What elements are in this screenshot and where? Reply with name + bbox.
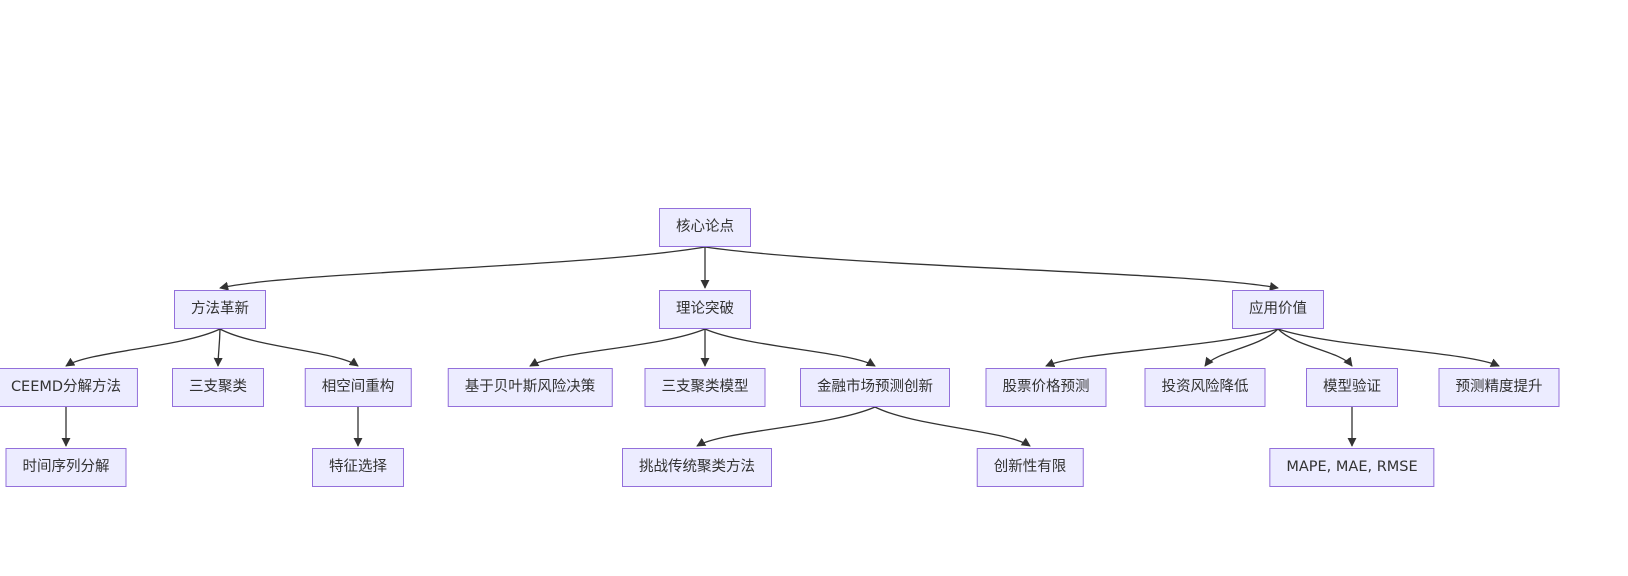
edge-method-to-phase_space bbox=[219, 328, 359, 367]
edge-theory-to-bayes bbox=[529, 328, 706, 367]
edge-value-to-stock_pred bbox=[1045, 328, 1279, 367]
edge-value-to-accuracy bbox=[1277, 328, 1500, 367]
diagram-node-feat_select: 特征选择 bbox=[312, 448, 404, 487]
diagram-node-bayes: 基于贝叶斯风险决策 bbox=[447, 368, 613, 407]
diagram-node-phase_space: 相空间重构 bbox=[304, 368, 412, 407]
edge-fin_innov-to-limited_innov bbox=[874, 406, 1031, 447]
diagram-node-model_valid: 模型验证 bbox=[1306, 368, 1398, 407]
diagram-node-metrics: MAPE, MAE, RMSE bbox=[1269, 448, 1435, 487]
diagram-node-risk_reduce: 投资风险降低 bbox=[1144, 368, 1266, 407]
diagram-node-fin_innov: 金融市场预测创新 bbox=[800, 368, 950, 407]
edge-method-to-ceemd bbox=[65, 328, 221, 367]
diagram-node-theory: 理论突破 bbox=[659, 290, 751, 329]
edge-theory-to-fin_innov bbox=[704, 328, 876, 367]
diagram-node-twc_model: 三支聚类模型 bbox=[644, 368, 766, 407]
diagram-node-limited_innov: 创新性有限 bbox=[976, 448, 1084, 487]
diagram-node-core: 核心论点 bbox=[659, 208, 751, 247]
diagram-node-ts_decomp: 时间序列分解 bbox=[5, 448, 127, 487]
diagram-node-three_way: 三支聚类 bbox=[172, 368, 264, 407]
diagram-node-ceemd: CEEMD分解方法 bbox=[0, 368, 139, 407]
edge-value-to-risk_reduce bbox=[1204, 328, 1279, 367]
diagram-node-accuracy: 预测精度提升 bbox=[1438, 368, 1560, 407]
edge-method-to-three_way bbox=[213, 328, 223, 367]
edge-value-to-model_valid bbox=[1277, 328, 1353, 367]
diagram-node-stock_pred: 股票价格预测 bbox=[985, 368, 1107, 407]
diagram-node-value: 应用价值 bbox=[1232, 290, 1324, 329]
diagram-node-challenge: 挑战传统聚类方法 bbox=[622, 448, 772, 487]
edge-core-to-method bbox=[219, 246, 706, 291]
diagram-node-method: 方法革新 bbox=[174, 290, 266, 329]
edge-fin_innov-to-challenge bbox=[696, 406, 876, 447]
edge-core-to-value bbox=[704, 246, 1279, 291]
